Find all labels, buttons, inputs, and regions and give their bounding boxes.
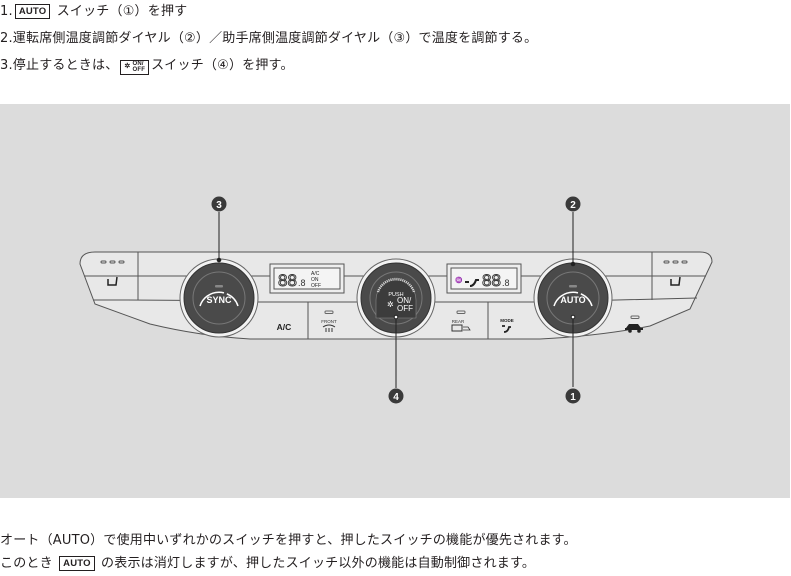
left-temp-digits: 88: [278, 271, 297, 290]
recirculation-car-icon: [625, 324, 643, 330]
rear-label: REAR: [452, 319, 465, 324]
note-line-1: オート（AUTO）で使用中いずれかのスイッチを押すと、押したスイッチの機能が優先…: [0, 532, 577, 550]
note-text: の表示は消灯しますが、押したスイッチ以外の機能は自動制御されます。: [101, 556, 536, 571]
front-label: FRONT: [321, 319, 337, 324]
push-label: PUSH: [388, 292, 403, 298]
climate-panel-illustration: 88 .8 A/C ON OFF ♒ 88 .8 SYNC: [79, 196, 713, 404]
seat-heater-icon: [107, 276, 118, 286]
step-number: 1.: [0, 4, 13, 19]
seat-heater-right: [663, 260, 688, 286]
right-temp-display: ♒ 88 .8: [446, 263, 522, 294]
off-label: OFF: [397, 304, 413, 313]
left-temp-decimal: .8: [298, 278, 306, 288]
climate-control-diagram: 88 .8 A/C ON OFF ♒ 88 .8 SYNC: [0, 104, 790, 498]
note-line-2: このとき AUTO の表示は消灯しますが、押したスイッチ以外の機能は自動制御され…: [0, 555, 535, 573]
ac-indicator: A/C: [311, 271, 320, 277]
svg-text:4: 4: [393, 392, 399, 403]
right-temp-decimal: .8: [502, 278, 510, 288]
svg-text:2: 2: [570, 200, 576, 211]
mode-airflow-icon: [502, 325, 511, 333]
rear-defrost-button[interactable]: REAR: [451, 310, 471, 332]
left-temp-display: 88 .8 A/C ON OFF: [269, 263, 345, 294]
instruction-step-1: 1.AUTO スイッチ（①）を押す: [0, 3, 187, 21]
mode-button[interactable]: MODE: [500, 318, 514, 333]
instruction-step-2: 2.運転席側温度調節ダイヤル（②）／助手席側温度調節ダイヤル（③）で温度を調節す…: [0, 30, 537, 48]
recirculation-button[interactable]: [625, 315, 643, 333]
passenger-temp-dial[interactable]: AUTO: [533, 258, 613, 338]
step-text: スイッチ（①）を押す: [56, 4, 188, 19]
front-defrost-icon: ♒: [455, 276, 463, 284]
front-defrost-button[interactable]: FRONT: [321, 310, 337, 332]
driver-temp-dial[interactable]: SYNC: [179, 258, 259, 338]
fan-icon: ✲: [387, 300, 394, 309]
note-text: このとき: [0, 556, 53, 571]
mode-label: MODE: [500, 318, 514, 323]
callout-lines: [216, 212, 576, 388]
mode-airflow-icon: [465, 279, 479, 287]
front-defrost-icon: [322, 324, 336, 332]
seat-heater-left: [100, 260, 125, 286]
callout-3: 3: [211, 196, 227, 212]
seat-heater-icon: [670, 276, 681, 286]
off-indicator: OFF: [311, 283, 321, 289]
auto-badge: AUTO: [14, 4, 51, 19]
on-off-badge: ✲ON/OFF: [120, 59, 150, 75]
ac-button[interactable]: A/C: [277, 322, 292, 332]
step-text: 2.運転席側温度調節ダイヤル（②）／助手席側温度調節ダイヤル（③）で温度を調節す…: [0, 31, 538, 46]
step-text: スイッチ（④）を押す。: [151, 58, 294, 73]
rear-defrost-icon: [451, 324, 463, 332]
callout-2: 2: [565, 196, 581, 212]
sync-button-label: SYNC: [206, 295, 232, 305]
fan-icon: ✲: [124, 63, 131, 70]
on-indicator: ON: [311, 277, 319, 283]
note-text: オート（AUTO）で使用中いずれかのスイッチを押すと、押したスイッチの機能が優先…: [0, 533, 577, 548]
callout-1: 1: [565, 388, 581, 404]
fan-on-off-dial[interactable]: PUSH ✲ ON/ OFF: [356, 258, 436, 338]
auto-button-label: AUTO: [560, 295, 585, 305]
right-temp-digits: 88: [482, 271, 501, 290]
step-text: 3.停止するときは、: [0, 58, 119, 73]
svg-text:3: 3: [216, 200, 222, 211]
callout-4: 4: [388, 388, 404, 404]
auto-badge: AUTO: [59, 556, 95, 571]
on-label: ON/: [397, 296, 412, 305]
svg-text:1: 1: [570, 392, 576, 403]
